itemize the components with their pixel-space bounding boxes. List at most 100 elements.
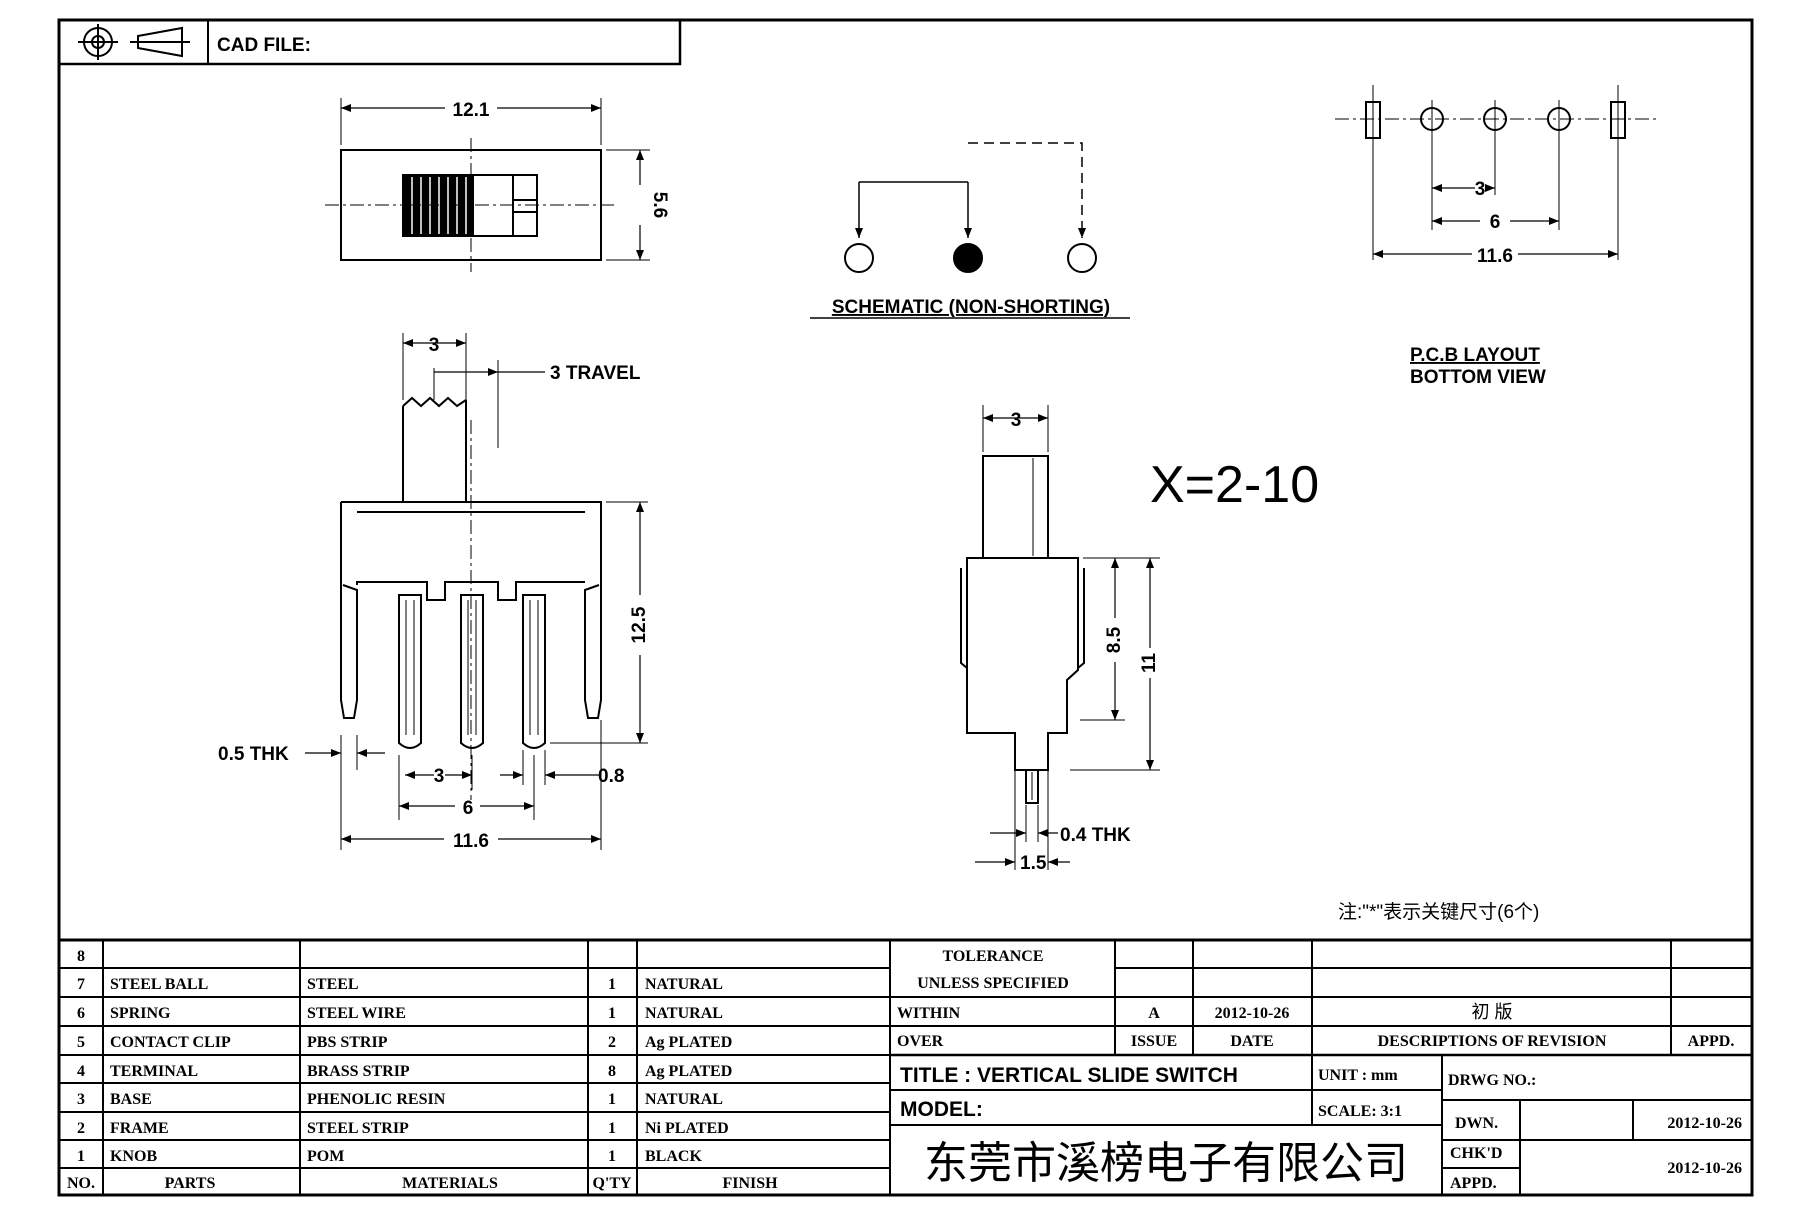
bom-cell-part: KNOB xyxy=(110,1148,157,1165)
bom-cell-no: 6 xyxy=(77,1005,85,1022)
cad-file-label: CAD FILE: xyxy=(217,35,311,56)
terminal-left xyxy=(844,243,874,273)
revision-table xyxy=(890,940,1752,1090)
bom-cell-qty: 1 xyxy=(608,1148,616,1165)
model-label: MODEL: xyxy=(900,1098,983,1121)
appd-label-revision: APPD. xyxy=(1688,1033,1735,1050)
bom-cell-qty: 1 xyxy=(608,1091,616,1108)
company-name: 东莞市溪榜电子有限公司 xyxy=(924,1139,1408,1188)
bom-cell-part: TERMINAL xyxy=(110,1063,198,1080)
bom-cell-material: STEEL WIRE xyxy=(307,1005,406,1022)
bom-cell-material: STEEL xyxy=(307,976,359,993)
approved-label: APPD. xyxy=(1450,1175,1497,1192)
bom-cell-finish: NATURAL xyxy=(645,1091,723,1108)
thickness-label: 0.5 THK xyxy=(218,744,289,765)
bom-cell-part: STEEL BALL xyxy=(110,976,208,993)
title-block xyxy=(890,1055,1752,1195)
bom-cell-qty: 1 xyxy=(608,976,616,993)
drawing-border xyxy=(57,18,1754,1197)
descriptions-label: DESCRIPTIONS OF REVISION xyxy=(1378,1033,1607,1050)
bom-cell-finish: Ni PLATED xyxy=(645,1120,729,1137)
revision-date: 2012-10-26 xyxy=(1215,1005,1290,1022)
bom-cell-no: 4 xyxy=(77,1063,85,1080)
bom-cell-part: BASE xyxy=(110,1091,152,1108)
tolerance-over: OVER xyxy=(897,1033,944,1050)
inner-height-dimension: 8.5 xyxy=(1104,626,1125,653)
bom-cell-part: FRAME xyxy=(110,1120,169,1137)
outer-height-dimension: 11 xyxy=(1139,653,1160,674)
checked-date: 2012-10-26 xyxy=(1667,1160,1742,1177)
revision-issue: A xyxy=(1148,1005,1160,1022)
bom-cell-no: 7 xyxy=(77,976,85,993)
bom-cell-material: PHENOLIC RESIN xyxy=(307,1091,446,1108)
bom-cell-no: 8 xyxy=(77,948,85,965)
bom-cell-finish: Ag PLATED xyxy=(645,1063,732,1080)
revision-description: 初 版 xyxy=(1471,1002,1512,1022)
width-dimension: 12.1 xyxy=(453,100,490,121)
pcb-overall-dimension: 11.6 xyxy=(1477,246,1513,267)
bom-cell-qty: 2 xyxy=(608,1034,616,1051)
bom-cell-finish: NATURAL xyxy=(645,976,723,993)
lead-width-dimension: 1.5 xyxy=(1020,853,1047,874)
travel-label: 3 TRAVEL xyxy=(550,363,641,384)
pcb-subtitle: BOTTOM VIEW xyxy=(1410,367,1546,388)
pcb-pitch-3: 3 xyxy=(1475,179,1486,200)
tolerance-within: WITHIN xyxy=(897,1005,961,1022)
bom-table xyxy=(59,938,1752,1195)
pin-width-dimension: 0.8 xyxy=(598,766,624,787)
third-angle-projection-icon xyxy=(78,24,190,60)
bom-header-part: PARTS xyxy=(165,1175,216,1192)
knob-width-dimension: 3 xyxy=(429,335,440,356)
height-dimension: 5.6 xyxy=(649,192,670,218)
end-knob-width-dimension: 3 xyxy=(1011,410,1022,431)
body-height-dimension: 12.5 xyxy=(629,606,650,643)
bom-header-qty: Q'TY xyxy=(592,1175,632,1192)
terminal-common xyxy=(953,243,983,273)
end-view: 3 8.5 11 0.4 THK 1.5 xyxy=(960,405,1160,874)
bom-cell-material: PBS STRIP xyxy=(307,1034,388,1051)
pcb-title: P.C.B LAYOUT xyxy=(1410,345,1540,366)
header-box: CAD FILE: xyxy=(57,18,682,66)
schematic-label: SCHEMATIC (NON-SHORTING) xyxy=(832,297,1110,318)
bom-header-material: MATERIALS xyxy=(402,1175,498,1192)
variant-label: X=2-10 xyxy=(1150,456,1319,514)
bom-cell-no: 3 xyxy=(77,1091,85,1108)
top-view: 12.1 5.6 xyxy=(325,98,670,272)
issue-label: ISSUE xyxy=(1131,1033,1177,1050)
terminal-right xyxy=(1067,243,1097,273)
schematic: SCHEMATIC (NON-SHORTING) xyxy=(810,142,1130,319)
pitch-dimension-3: 3 xyxy=(434,766,445,787)
bom-cell-no: 5 xyxy=(77,1034,85,1051)
date-label: DATE xyxy=(1230,1033,1273,1050)
drawn-label: DWN. xyxy=(1455,1115,1498,1132)
key-dimension-note: 注:"*"表示关键尺寸(6个) xyxy=(1338,901,1539,923)
end-thickness-label: 0.4 THK xyxy=(1060,825,1131,846)
bom-cell-qty: 1 xyxy=(608,1120,616,1137)
pcb-pitch-6: 6 xyxy=(1490,212,1501,233)
tolerance-subtitle: UNLESS SPECIFIED xyxy=(917,975,1069,992)
side-view: 3 3 TRAVEL 12.5 0.5 THK 3 0.8 6 11.6 xyxy=(218,333,650,852)
overall-width-dimension: 11.6 xyxy=(453,831,489,852)
bom-cell-material: BRASS STRIP xyxy=(307,1063,410,1080)
bom-header-finish: FINISH xyxy=(722,1175,778,1192)
bom-cell-finish: BLACK xyxy=(645,1148,702,1165)
pcb-layout: 3 6 11.6 P.C.B LAYOUT BOTTOM VIEW xyxy=(1335,85,1660,388)
bom-cell-finish: Ag PLATED xyxy=(645,1034,732,1051)
bom-cell-qty: 1 xyxy=(608,1005,616,1022)
drawing-title: TITLE : VERTICAL SLIDE SWITCH xyxy=(900,1064,1238,1087)
bom-cell-part: SPRING xyxy=(110,1005,171,1022)
bom-cell-material: POM xyxy=(307,1148,344,1165)
bom-cell-part: CONTACT CLIP xyxy=(110,1034,231,1051)
bom-cell-no: 2 xyxy=(77,1120,85,1137)
unit-label: UNIT : mm xyxy=(1318,1067,1398,1084)
bom-cell-finish: NATURAL xyxy=(645,1005,723,1022)
bom-cell-qty: 8 xyxy=(608,1063,616,1080)
bom-cell-no: 1 xyxy=(77,1148,85,1165)
bom-cell-material: STEEL STRIP xyxy=(307,1120,409,1137)
scale-label: SCALE: 3:1 xyxy=(1318,1103,1402,1120)
bom-header-no: NO. xyxy=(67,1175,95,1192)
checked-label: CHK'D xyxy=(1450,1145,1502,1162)
tolerance-title: TOLERANCE xyxy=(942,948,1043,965)
